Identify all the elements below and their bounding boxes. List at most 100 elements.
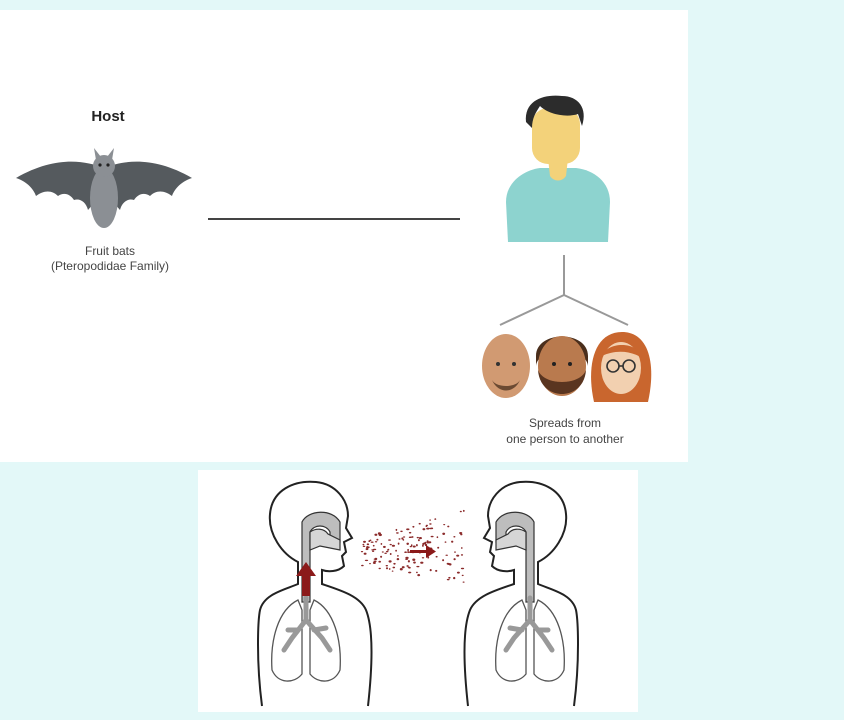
droplet bbox=[380, 555, 383, 558]
droplet bbox=[425, 525, 428, 527]
droplet bbox=[373, 560, 377, 562]
droplet bbox=[460, 533, 463, 536]
cough-arrow-icon bbox=[296, 562, 316, 596]
droplet bbox=[391, 570, 394, 572]
droplet bbox=[426, 527, 430, 530]
droplet bbox=[385, 550, 389, 553]
droplet bbox=[397, 555, 399, 557]
bat-to-human-connector bbox=[208, 218, 460, 220]
droplet bbox=[378, 560, 382, 563]
spread-caption-line1: Spreads from bbox=[528, 416, 602, 430]
droplet bbox=[430, 535, 434, 538]
droplet bbox=[429, 527, 432, 530]
droplet bbox=[445, 554, 448, 556]
droplet bbox=[400, 530, 403, 533]
left-lungs bbox=[271, 599, 341, 682]
droplet bbox=[370, 541, 374, 543]
droplet bbox=[451, 540, 454, 543]
droplet bbox=[363, 540, 366, 543]
droplet bbox=[377, 532, 381, 535]
droplet bbox=[411, 536, 414, 538]
droplet bbox=[392, 566, 396, 569]
droplet bbox=[446, 578, 450, 581]
droplet bbox=[426, 542, 430, 544]
person-icon bbox=[506, 95, 610, 242]
droplet bbox=[417, 539, 420, 542]
droplet bbox=[408, 531, 412, 534]
droplet bbox=[364, 559, 369, 562]
droplet bbox=[416, 565, 420, 568]
bat-caption-line2: (Pteropodidae Family) bbox=[50, 259, 170, 273]
droplet bbox=[378, 567, 381, 570]
droplet bbox=[362, 545, 366, 548]
droplet bbox=[410, 544, 413, 547]
droplet bbox=[413, 561, 416, 564]
droplet bbox=[444, 541, 447, 543]
droplet bbox=[453, 535, 456, 538]
droplet bbox=[374, 533, 378, 536]
droplet bbox=[407, 551, 409, 554]
droplet bbox=[424, 541, 427, 544]
right-lungs bbox=[495, 599, 565, 682]
droplet bbox=[422, 544, 424, 547]
droplet bbox=[401, 537, 404, 540]
droplet bbox=[361, 564, 364, 567]
right-airway bbox=[495, 511, 535, 603]
droplet bbox=[442, 532, 446, 535]
droplet bbox=[421, 557, 425, 559]
droplet bbox=[408, 571, 412, 574]
droplet bbox=[434, 518, 437, 520]
droplet bbox=[412, 558, 416, 561]
droplet bbox=[395, 549, 397, 552]
droplet bbox=[399, 568, 403, 571]
droplet bbox=[412, 525, 415, 528]
fruit-bat-icon bbox=[16, 148, 192, 228]
droplet bbox=[420, 561, 424, 564]
droplet bbox=[372, 561, 376, 564]
droplet bbox=[395, 528, 398, 531]
droplet bbox=[388, 560, 392, 563]
left-person-outline bbox=[257, 480, 373, 707]
droplet bbox=[429, 523, 432, 525]
droplet bbox=[398, 538, 401, 540]
left-airway bbox=[301, 511, 341, 603]
droplet bbox=[460, 547, 463, 549]
droplet bbox=[429, 519, 431, 521]
droplet bbox=[371, 550, 375, 553]
droplet bbox=[456, 571, 460, 574]
droplet-cloud bbox=[360, 509, 465, 583]
droplet bbox=[402, 539, 405, 541]
host-diagram-panel: Host Fruit bats (Pteropodidae Family) bbox=[0, 10, 688, 462]
transmission-illustration-panel bbox=[198, 470, 638, 712]
droplet bbox=[408, 536, 412, 539]
droplet bbox=[416, 571, 418, 574]
droplet bbox=[382, 545, 386, 548]
transmission-arrow-icon bbox=[410, 545, 436, 558]
droplet bbox=[461, 574, 464, 577]
droplet bbox=[376, 538, 379, 541]
droplet bbox=[406, 542, 409, 545]
droplet bbox=[462, 509, 465, 512]
droplet bbox=[454, 551, 456, 553]
spread-caption: Spreads from one person to another bbox=[470, 415, 660, 447]
bat-caption-line1: Fruit bats bbox=[84, 244, 135, 258]
droplet bbox=[372, 544, 375, 547]
droplet bbox=[416, 536, 419, 539]
droplet bbox=[363, 552, 367, 555]
droplet bbox=[448, 576, 451, 579]
droplet bbox=[388, 539, 391, 541]
droplet bbox=[386, 549, 389, 551]
droplet bbox=[393, 562, 396, 565]
droplet bbox=[366, 546, 369, 549]
droplet bbox=[395, 532, 399, 534]
droplet bbox=[443, 524, 446, 526]
droplet bbox=[435, 555, 438, 558]
droplet bbox=[405, 556, 409, 560]
droplet bbox=[407, 566, 410, 568]
airborne-droplet-transmission-illustration bbox=[257, 480, 579, 707]
droplet bbox=[391, 544, 396, 547]
droplet bbox=[422, 528, 426, 531]
droplet bbox=[407, 560, 410, 563]
droplet bbox=[396, 558, 400, 561]
droplet bbox=[409, 545, 412, 548]
